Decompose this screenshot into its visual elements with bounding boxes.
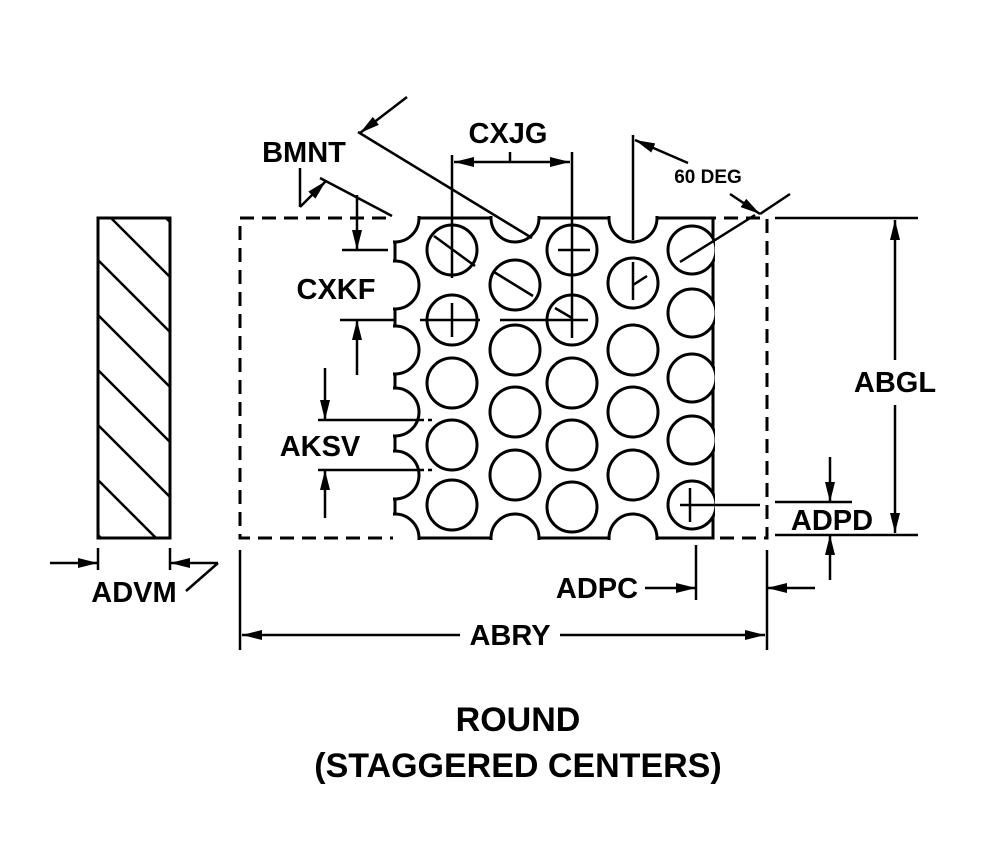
hatch-line [98,314,170,388]
edge-notch [393,259,421,311]
hole [488,323,542,377]
edge-notch [393,512,421,540]
label-aksv: AKSV [280,431,361,463]
hole [545,418,599,472]
hole [425,478,479,532]
figure-subtitle: (STAGGERED CENTERS) [314,747,721,785]
edge-notch [666,287,715,339]
label-abgl: ABGL [854,367,936,399]
hole [545,356,599,410]
edge-notch [607,512,659,540]
edge-notch [393,324,421,376]
dimension-cxkf [342,195,388,375]
edge-notch [666,224,715,276]
label-bmnt: BMNT [262,137,346,169]
hole [606,448,660,502]
hatch-line [98,259,170,333]
hole [425,418,479,472]
edge-notch [393,216,421,244]
hole [606,385,660,439]
label-adpd: ADPD [791,505,873,537]
edge-notch [393,386,421,438]
edge-notch [666,352,715,404]
hole [488,448,542,502]
hatch-line [164,218,170,223]
dimension-advm [50,548,219,592]
dimension-aksv [318,368,418,518]
hatch-line [109,218,170,278]
dimension-bmnt [298,96,533,240]
dimension-adpc [645,545,815,650]
label-cxjg: CXJG [469,118,548,150]
hole [488,258,542,312]
dimension-abgl [775,216,918,537]
hole [545,480,599,534]
hole [606,323,660,377]
hole [606,256,660,310]
label-cxkf: CXKF [297,274,376,306]
dimension-cxjg [454,152,570,167]
edge-notch [393,449,421,501]
dimension-angle [634,138,791,216]
label-abry: ABRY [469,620,550,652]
edge-notch [489,512,541,540]
label-60-deg: 60 DEG [674,167,742,188]
perforated-plate [393,216,715,540]
side-section-view [96,216,172,540]
dimension-adpd [775,457,852,580]
hatch-line [98,369,170,443]
hole [425,356,479,410]
dimension-abry [238,550,765,650]
label-advm: ADVM [91,577,176,609]
edge-notch [666,414,715,466]
hole [488,385,542,439]
hatch-line [98,424,170,498]
hole-centerlines [340,135,760,522]
figure-title: ROUND [456,701,581,739]
hatch-line [98,479,158,538]
label-adpc: ADPC [556,573,638,605]
